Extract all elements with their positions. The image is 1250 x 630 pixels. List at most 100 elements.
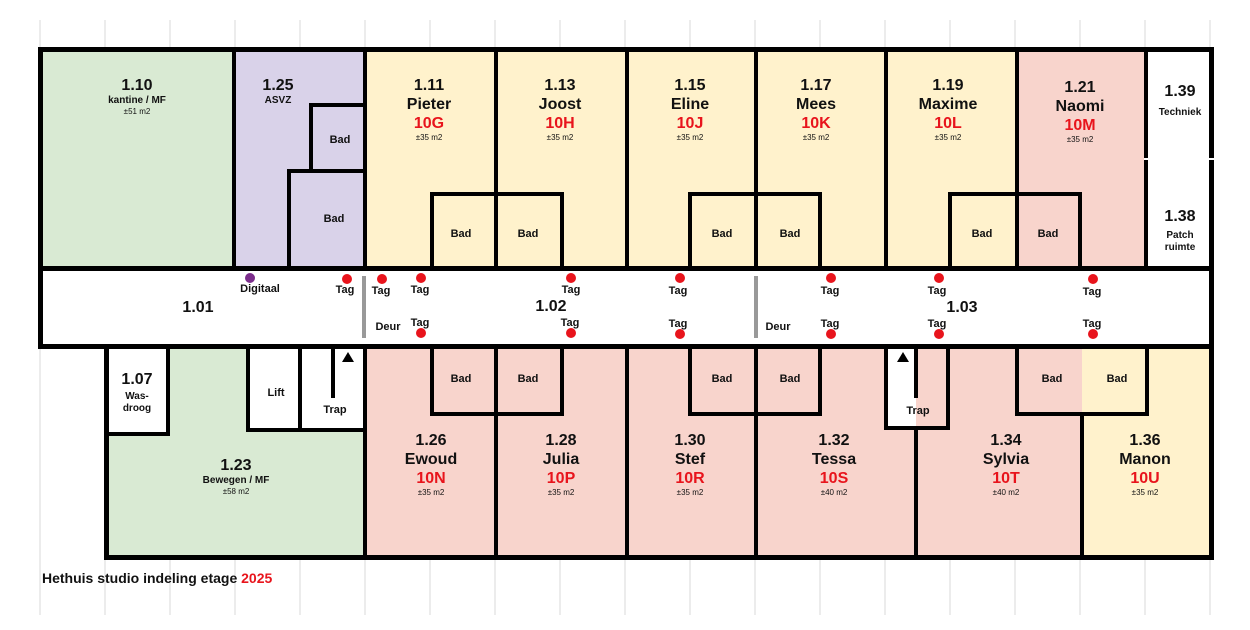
wall: [688, 192, 822, 196]
room-area: ±35 m2: [1066, 135, 1094, 144]
wall: [287, 169, 367, 173]
room-area: ±35 m2: [546, 133, 574, 142]
room-code: 10G: [413, 115, 445, 132]
room-label-1-28: 1.28 Julia 10P ±35 m2: [543, 431, 579, 498]
room-label-1-39: 1.39 Techniek: [1159, 82, 1202, 119]
room-number: 1.15: [674, 77, 706, 94]
room-number: 1.01: [182, 299, 214, 316]
tag-marker: [566, 273, 576, 283]
room-number: 1.34: [990, 432, 1022, 449]
room-area: ±58 m2: [222, 487, 250, 496]
bad-label: Bad: [517, 373, 539, 385]
wall: [1015, 412, 1149, 416]
room-name: Manon: [1119, 451, 1171, 468]
room-label-1-32: 1.32 Tessa 10S ±40 m2: [812, 431, 856, 498]
wall: [560, 192, 564, 268]
stair-arrow-icon: [342, 352, 354, 362]
wall: [1145, 344, 1149, 416]
digitaal-label: Digitaal: [240, 283, 280, 295]
bad-label: Bad: [323, 213, 345, 225]
wall: [430, 412, 564, 416]
room-name: Tessa: [811, 451, 857, 468]
room-1-25: [234, 50, 365, 268]
wall: [363, 47, 367, 269]
room-label-1-30: 1.30 Stef 10R ±35 m2: [674, 431, 705, 498]
tag-marker: [826, 329, 836, 339]
room-number: 1.19: [932, 77, 964, 94]
room-code: 10R: [675, 470, 705, 487]
plan-year: 2025: [241, 570, 273, 586]
bad-label: Bad: [450, 228, 472, 240]
room-label-1-07: 1.07 Was-droog: [114, 370, 160, 415]
room-number: 1.25: [262, 77, 294, 94]
bad-label: Bad: [1041, 373, 1063, 385]
room-number: 1.21: [1064, 79, 1096, 96]
wall: [298, 428, 365, 432]
room-name: Was-droog: [122, 391, 152, 414]
room-number: 1.07: [121, 371, 153, 388]
trap-label: Trap: [323, 404, 347, 416]
room-number: 1.17: [800, 77, 832, 94]
room-name: kantine / MF: [108, 95, 166, 106]
deur-label: Deur: [375, 321, 401, 333]
bad-label: Bad: [450, 373, 472, 385]
wall: [331, 344, 335, 398]
room-label-1-13: 1.13 Joost 10H ±35 m2: [539, 76, 582, 143]
tag-marker: [934, 273, 944, 283]
room-number: 1.30: [674, 432, 706, 449]
corridor: [40, 268, 1212, 346]
room-name: Sylvia: [982, 451, 1030, 468]
wall: [494, 344, 498, 560]
wall: [104, 432, 170, 436]
tag-label: Tag: [335, 284, 355, 296]
bad-label: Bad: [329, 134, 351, 146]
tag-label: Tag: [927, 285, 947, 297]
room-1-10: [40, 50, 234, 268]
tag-marker: [416, 328, 426, 338]
wall: [754, 344, 758, 560]
wall: [363, 344, 367, 560]
room-number: 1.02: [535, 298, 567, 315]
tag-marker: [675, 273, 685, 283]
room-label-1-19: 1.19 Maxime 10L ±35 m2: [919, 76, 978, 143]
wall: [1078, 192, 1082, 268]
wall: [560, 344, 564, 416]
wall: [625, 47, 629, 269]
wall: [1080, 416, 1084, 560]
tag-label: Tag: [820, 318, 840, 330]
tag-label: Tag: [668, 285, 688, 297]
tag-label: Tag: [560, 317, 580, 329]
deur-label: Deur: [765, 321, 791, 333]
wall: [309, 103, 367, 107]
tag-marker: [1088, 329, 1098, 339]
bad-label: Bad: [971, 228, 993, 240]
bad-label: Bad: [711, 228, 733, 240]
tag-marker: [566, 328, 576, 338]
room-number: 1.32: [818, 432, 850, 449]
room-area: ±35 m2: [1131, 488, 1159, 497]
room-number: 1.13: [544, 77, 576, 94]
wall: [430, 192, 434, 268]
room-name: Pieter: [406, 96, 452, 113]
room-label-1-21: 1.21 Naomi 10M ±35 m2: [1056, 78, 1105, 145]
wall: [914, 428, 918, 560]
room-code: 10K: [801, 115, 831, 132]
corridor-door-right: [754, 276, 758, 338]
wall: [818, 192, 822, 268]
wall: [884, 426, 950, 430]
bad-label: Bad: [517, 228, 539, 240]
room-number: 1.26: [415, 432, 447, 449]
room-number: 1.11: [413, 77, 445, 94]
room-name: Naomi: [1055, 98, 1105, 115]
tag-label: Tag: [410, 284, 430, 296]
room-label-1-25: 1.25 ASVZ: [262, 76, 293, 107]
wall: [166, 344, 170, 436]
room-area: ±40 m2: [992, 488, 1020, 497]
wall: [494, 47, 498, 269]
corridor-door-left: [362, 276, 366, 338]
tag-marker: [826, 273, 836, 283]
tag-label: Tag: [668, 318, 688, 330]
room-code: 10P: [546, 470, 576, 487]
stair-arrow-icon: [897, 352, 909, 362]
